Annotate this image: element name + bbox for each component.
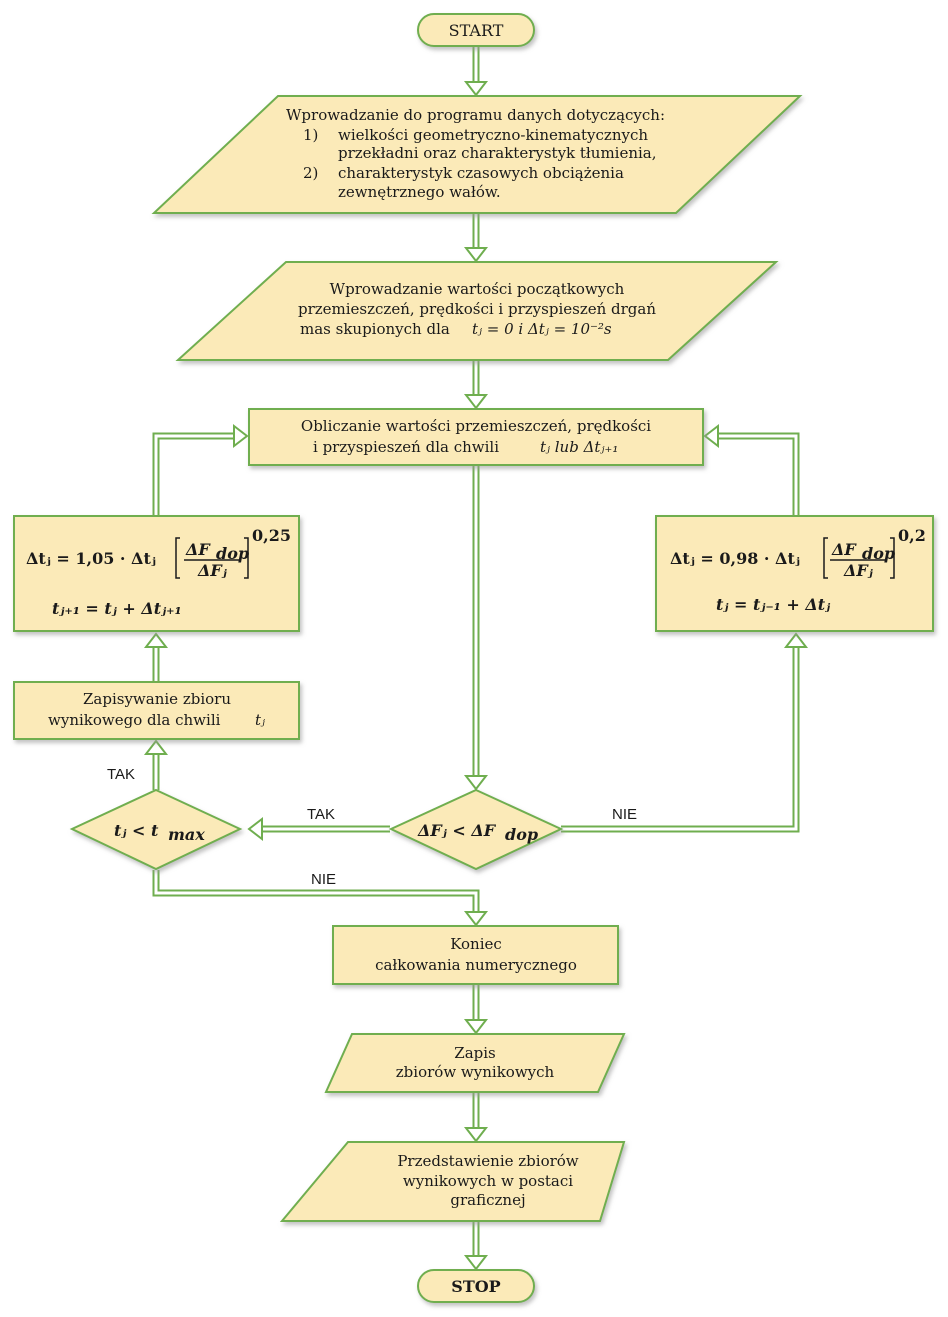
start-label: START — [449, 21, 504, 40]
right-eq1-num-sub: dop — [862, 544, 895, 563]
present-line2: wynikowych w postaci — [403, 1172, 573, 1190]
decision-force-limit: ΔFⱼ < ΔF dop — [388, 788, 564, 871]
input1-item1-line2: przekładni oraz charakterystyk tłumienia… — [338, 144, 657, 162]
input1-item2-line1: charakterystyk czasowych obciążenia — [338, 164, 624, 182]
left-eq1-exp: 0,25 — [252, 526, 291, 545]
arrow-input2-to-compute — [463, 360, 489, 410]
input2-line3-math: tⱼ = 0 i Δtⱼ = 10⁻²s — [472, 320, 612, 338]
present-line3: graficznej — [450, 1191, 525, 1209]
save-set-line2-math: tⱼ — [255, 711, 265, 729]
save-results-io: Zapis zbiorów wynikowych — [324, 1033, 626, 1093]
left-eq1-den: ΔFⱼ — [197, 561, 228, 580]
right-eq1-lhs: Δtⱼ = 0,98 · Δtⱼ — [670, 549, 800, 568]
input2-line3-text: mas skupionych dla — [300, 320, 450, 338]
decision-time-limit: tⱼ < t max — [69, 788, 243, 871]
label-nie-down: NIE — [311, 871, 336, 888]
input2-line1: Wprowadzanie wartości początkowych — [330, 280, 625, 298]
right-eq2: tⱼ = tⱼ₋₁ + Δtⱼ — [716, 595, 831, 614]
right-formula-box: Δtⱼ = 0,98 · Δtⱼ ΔF dop ΔFⱼ 0,2 tⱼ = tⱼ₋… — [655, 515, 934, 632]
save-result-set-process: Zapisywanie zbioru wynikowego dla chwili… — [13, 681, 300, 740]
compute-process: Obliczanie wartości przemieszczeń, prędk… — [248, 408, 704, 466]
stop-label: STOP — [451, 1277, 500, 1296]
save-results-line1: Zapis — [454, 1044, 495, 1062]
input2-line2: przemieszczeń, prędkości i przyspieszeń … — [298, 300, 656, 318]
compute-line2-math: tⱼ lub Δtⱼ₊₁ — [540, 438, 618, 456]
present-results-io: Przedstawienie zbiorów wynikowych w post… — [279, 1141, 626, 1222]
label-nie-right: NIE — [612, 806, 637, 823]
arrow-left-formula-to-compute — [152, 423, 249, 516]
arrow-present-to-stop — [463, 1222, 489, 1271]
label-tak-up: TAK — [107, 766, 135, 783]
left-eq1-lhs: Δtⱼ = 1,05 · Δtⱼ — [26, 549, 156, 568]
present-line1: Przedstawienie zbiorów — [397, 1152, 578, 1170]
arrow-end-to-save-results — [463, 985, 489, 1035]
input1-line1: Wprowadzanie do programu danych dotycząc… — [286, 106, 665, 124]
arrow-compute-to-decision-force — [463, 465, 489, 791]
right-eq1-den: ΔFⱼ — [843, 561, 874, 580]
left-eq1-num-sub: dop — [216, 544, 249, 563]
arrow-force-to-time — [247, 816, 390, 842]
left-eq2: tⱼ₊₁ = tⱼ + Δtⱼ₊₁ — [52, 599, 182, 618]
arrow-right-formula-to-compute — [703, 423, 800, 516]
input1-item1-line1: wielkości geometryczno-kinematycznych — [338, 126, 648, 144]
arrow-force-to-right-formula — [561, 632, 809, 833]
decision-force-sub: dop — [505, 825, 538, 844]
decision-force-lhs: ΔFⱼ < ΔF — [417, 821, 497, 840]
left-formula-box: Δtⱼ = 1,05 · Δtⱼ ΔF dop ΔFⱼ 0,25 tⱼ₊₁ = … — [13, 515, 300, 632]
save-set-line2-text: wynikowego dla chwili — [48, 711, 221, 729]
input-program-data: Wprowadzanie do programu danych dotycząc… — [151, 95, 803, 214]
label-tak-left: TAK — [307, 806, 335, 823]
arrow-start-to-input1 — [463, 46, 489, 97]
end-line2: całkowania numerycznego — [375, 956, 577, 974]
end-line1: Koniec — [450, 935, 502, 953]
right-eq1-num: ΔF — [831, 540, 857, 559]
compute-line1: Obliczanie wartości przemieszczeń, prędk… — [301, 417, 651, 435]
compute-line2-text: i przyspieszeń dla chwili — [313, 438, 499, 456]
decision-time-sub: max — [168, 825, 205, 844]
arrow-time-to-save-set — [143, 739, 169, 790]
input1-item2-num: 2) — [303, 164, 318, 182]
save-results-line2: zbiorów wynikowych — [396, 1063, 555, 1081]
input1-item2-line2: zewnętrznego wałów. — [338, 183, 501, 201]
arrow-time-to-end — [152, 870, 489, 927]
input1-item1-num: 1) — [303, 126, 318, 144]
stop-terminal: STOP — [417, 1269, 535, 1303]
save-set-line1: Zapisywanie zbioru — [83, 690, 231, 708]
decision-time-lhs: tⱼ < t — [114, 821, 159, 840]
right-eq1-exp: 0,2 — [898, 526, 926, 545]
end-integration-process: Koniec całkowania numerycznego — [332, 925, 619, 985]
input-initial-values: Wprowadzanie wartości początkowych przem… — [175, 261, 779, 361]
start-terminal: START — [417, 13, 535, 47]
arrow-save-set-to-left-formula — [143, 632, 169, 682]
arrow-save-results-to-present — [463, 1093, 489, 1143]
left-eq1-num: ΔF — [185, 540, 211, 559]
arrow-input1-to-input2 — [463, 213, 489, 263]
connectors — [143, 46, 809, 1271]
